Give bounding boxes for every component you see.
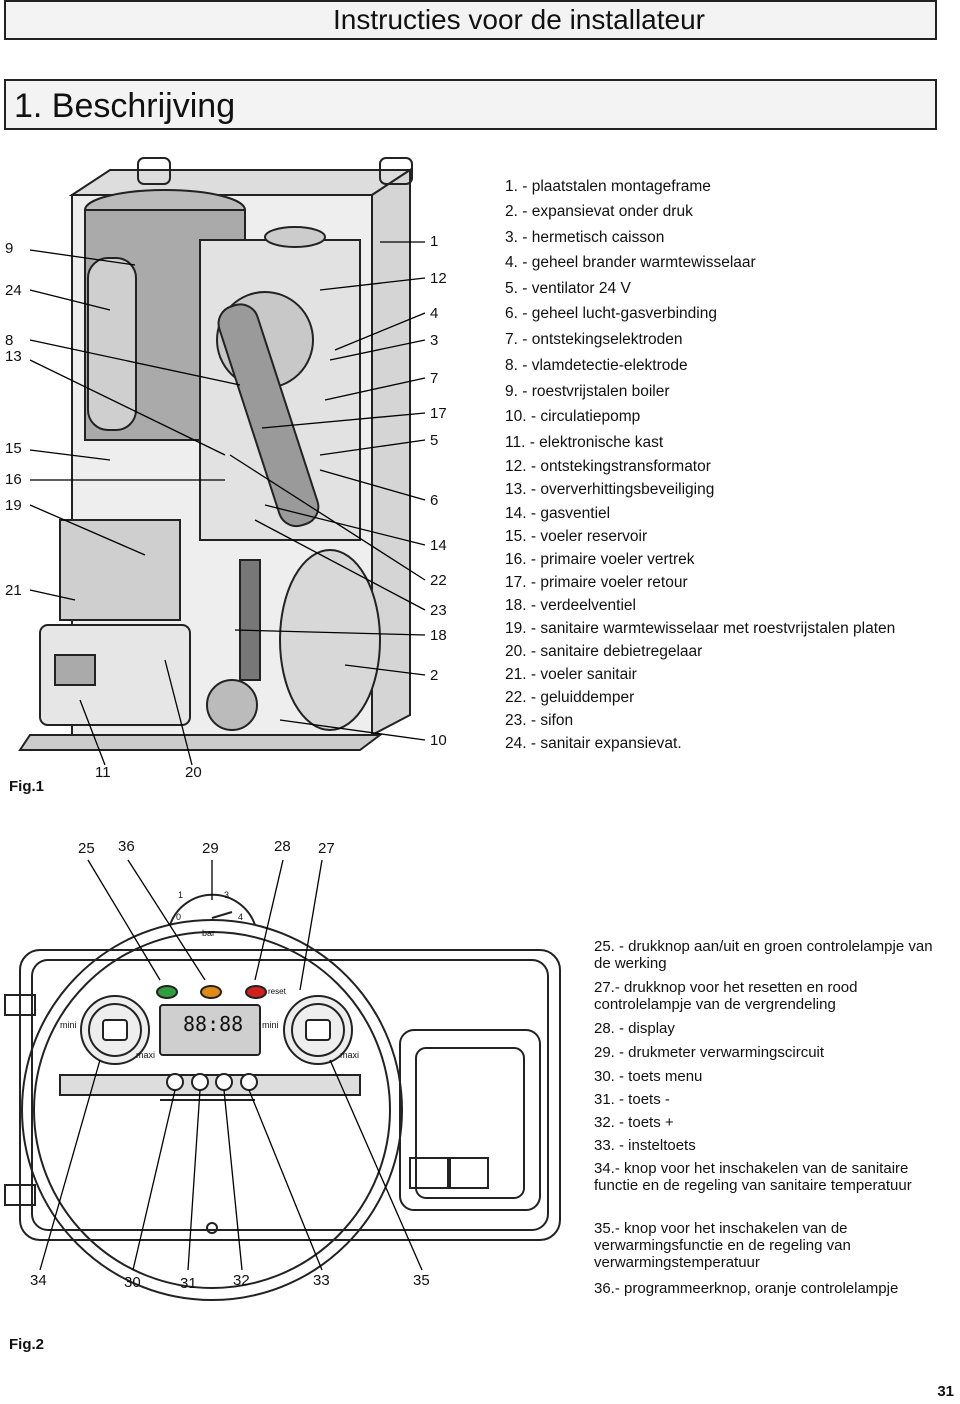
legend-item: 23. - sifon — [505, 712, 574, 729]
figure2-label: Fig.2 — [9, 1336, 45, 1353]
callout-36: 36 — [118, 838, 135, 855]
callout-15: 15 — [5, 440, 22, 457]
callout-5: 5 — [430, 432, 439, 449]
callout-2: 2 — [430, 667, 439, 684]
legend-item: 36.- programmeerknop, oranje controlelam… — [594, 1280, 899, 1297]
callout-18: 18 — [430, 627, 447, 644]
callout-4: 4 — [430, 305, 439, 322]
callout-31: 31 — [180, 1275, 197, 1292]
legend-item: 20. - sanitaire debietregelaar — [505, 643, 703, 660]
section-title: 1. Beschrijving — [14, 87, 236, 125]
legend-item: 34.- knop voor het inschakelen van de sa… — [594, 1160, 912, 1194]
gauge-tick-3: 3 — [224, 890, 230, 900]
legend-item: 3. - hermetisch caisson — [505, 229, 665, 246]
callout-14: 14 — [430, 537, 447, 554]
callout-20: 20 — [185, 764, 202, 781]
legend-item: 22. - geluiddemper — [505, 689, 635, 706]
callout-21: 21 — [5, 582, 22, 599]
callout-1: 1 — [430, 233, 439, 250]
callout-6: 6 — [430, 492, 439, 509]
legend-item: 2. - expansievat onder druk — [505, 203, 693, 220]
legend-item: 10. - circulatiepomp — [505, 408, 641, 425]
reset-label: reset — [268, 987, 286, 996]
callout-11: 11 — [95, 764, 111, 781]
legend-item: 9. - roestvrijstalen boiler — [505, 383, 670, 400]
legend-item: 11. - elektronische kast — [505, 434, 664, 451]
gauge-tick-0: 0 — [176, 912, 182, 922]
legend-item: 4. - geheel brander warmtewisselaar — [505, 254, 756, 271]
callout-35: 35 — [413, 1272, 430, 1289]
callout-22: 22 — [430, 572, 447, 589]
callout-27: 27 — [318, 840, 335, 857]
callout-32: 32 — [233, 1272, 250, 1289]
legend-item: 5. - ventilator 24 V — [505, 280, 631, 297]
legend-item: 25. - drukknop aan/uit en groen controle… — [594, 938, 933, 972]
knob-right-min-label: mini — [262, 1020, 279, 1030]
callout-10: 10 — [430, 732, 447, 749]
callout-29: 29 — [202, 840, 219, 857]
page-number: 31 — [937, 1383, 954, 1400]
callout-23: 23 — [430, 602, 447, 619]
callout-9: 9 — [5, 240, 14, 257]
legend-item: 33. - insteltoets — [594, 1137, 696, 1154]
legend-item: 28. - display — [594, 1020, 675, 1037]
legend-item: 14. - gasventiel — [505, 505, 611, 522]
gauge-tick-4: 4 — [238, 912, 244, 922]
legend-item: 29. - drukmeter verwarmingscircuit — [594, 1044, 825, 1061]
legend-item: 12. - ontstekingstransformator — [505, 458, 711, 475]
callout-17: 17 — [430, 405, 447, 422]
callout-24: 24 — [5, 282, 22, 299]
knob-left-max-label: maxi — [136, 1050, 156, 1060]
legend-item: 21. - voeler sanitair — [505, 666, 637, 683]
header-title: Instructies voor de installateur — [333, 4, 705, 35]
callout-8: 8 — [5, 332, 14, 349]
gauge-unit: bar — [202, 928, 216, 938]
legend-item: 18. - verdeelventiel — [505, 597, 636, 614]
legend-item: 7. - ontstekingselektroden — [505, 331, 683, 348]
section-title-box: 1. Beschrijving — [4, 79, 937, 130]
callout-25: 25 — [78, 840, 95, 857]
callout-13: 13 — [5, 348, 22, 365]
legend-item: 8. - vlamdetectie-elektrode — [505, 357, 688, 374]
callout-34: 34 — [30, 1272, 47, 1289]
figure1-label: Fig.1 — [9, 778, 45, 795]
callout-12: 12 — [430, 270, 447, 287]
legend-item: 1. - plaatstalen montageframe — [505, 178, 711, 195]
legend-item: 27.- drukknop voor het resetten en rood … — [594, 979, 858, 1013]
legend-item: 32. - toets + — [594, 1114, 674, 1131]
legend-item: 15. - voeler reservoir — [505, 528, 648, 545]
callout-16: 16 — [5, 471, 22, 488]
legend-item: 30. - toets menu — [594, 1068, 703, 1085]
display-readout: 88:88 — [183, 1012, 244, 1036]
legend-item: 35.- knop voor het inschakelen van de ve… — [594, 1220, 851, 1271]
callout-19: 19 — [5, 497, 22, 514]
legend-item: 31. - toets - — [594, 1091, 670, 1108]
gauge-tick-1: 1 — [178, 890, 184, 900]
legend-item: 6. - geheel lucht-gasverbinding — [505, 305, 717, 322]
legend-item: 24. - sanitair expansievat. — [505, 735, 682, 752]
header-title-box: Instructies voor de installateur — [4, 0, 937, 40]
legend-item: 16. - primaire voeler vertrek — [505, 551, 695, 568]
callout-33: 33 — [313, 1272, 330, 1289]
legend-item: 19. - sanitaire warmtewisselaar met roes… — [505, 620, 896, 637]
callout-28: 28 — [274, 838, 291, 855]
callout-30: 30 — [124, 1274, 141, 1291]
legend-item: 17. - primaire voeler retour — [505, 574, 688, 591]
legend-item: 13. - oververhittingsbeveiliging — [505, 481, 715, 498]
callout-3: 3 — [430, 332, 439, 349]
callout-7: 7 — [430, 370, 439, 387]
knob-right-max-label: maxi — [340, 1050, 360, 1060]
knob-left-min-label: mini — [60, 1020, 77, 1030]
